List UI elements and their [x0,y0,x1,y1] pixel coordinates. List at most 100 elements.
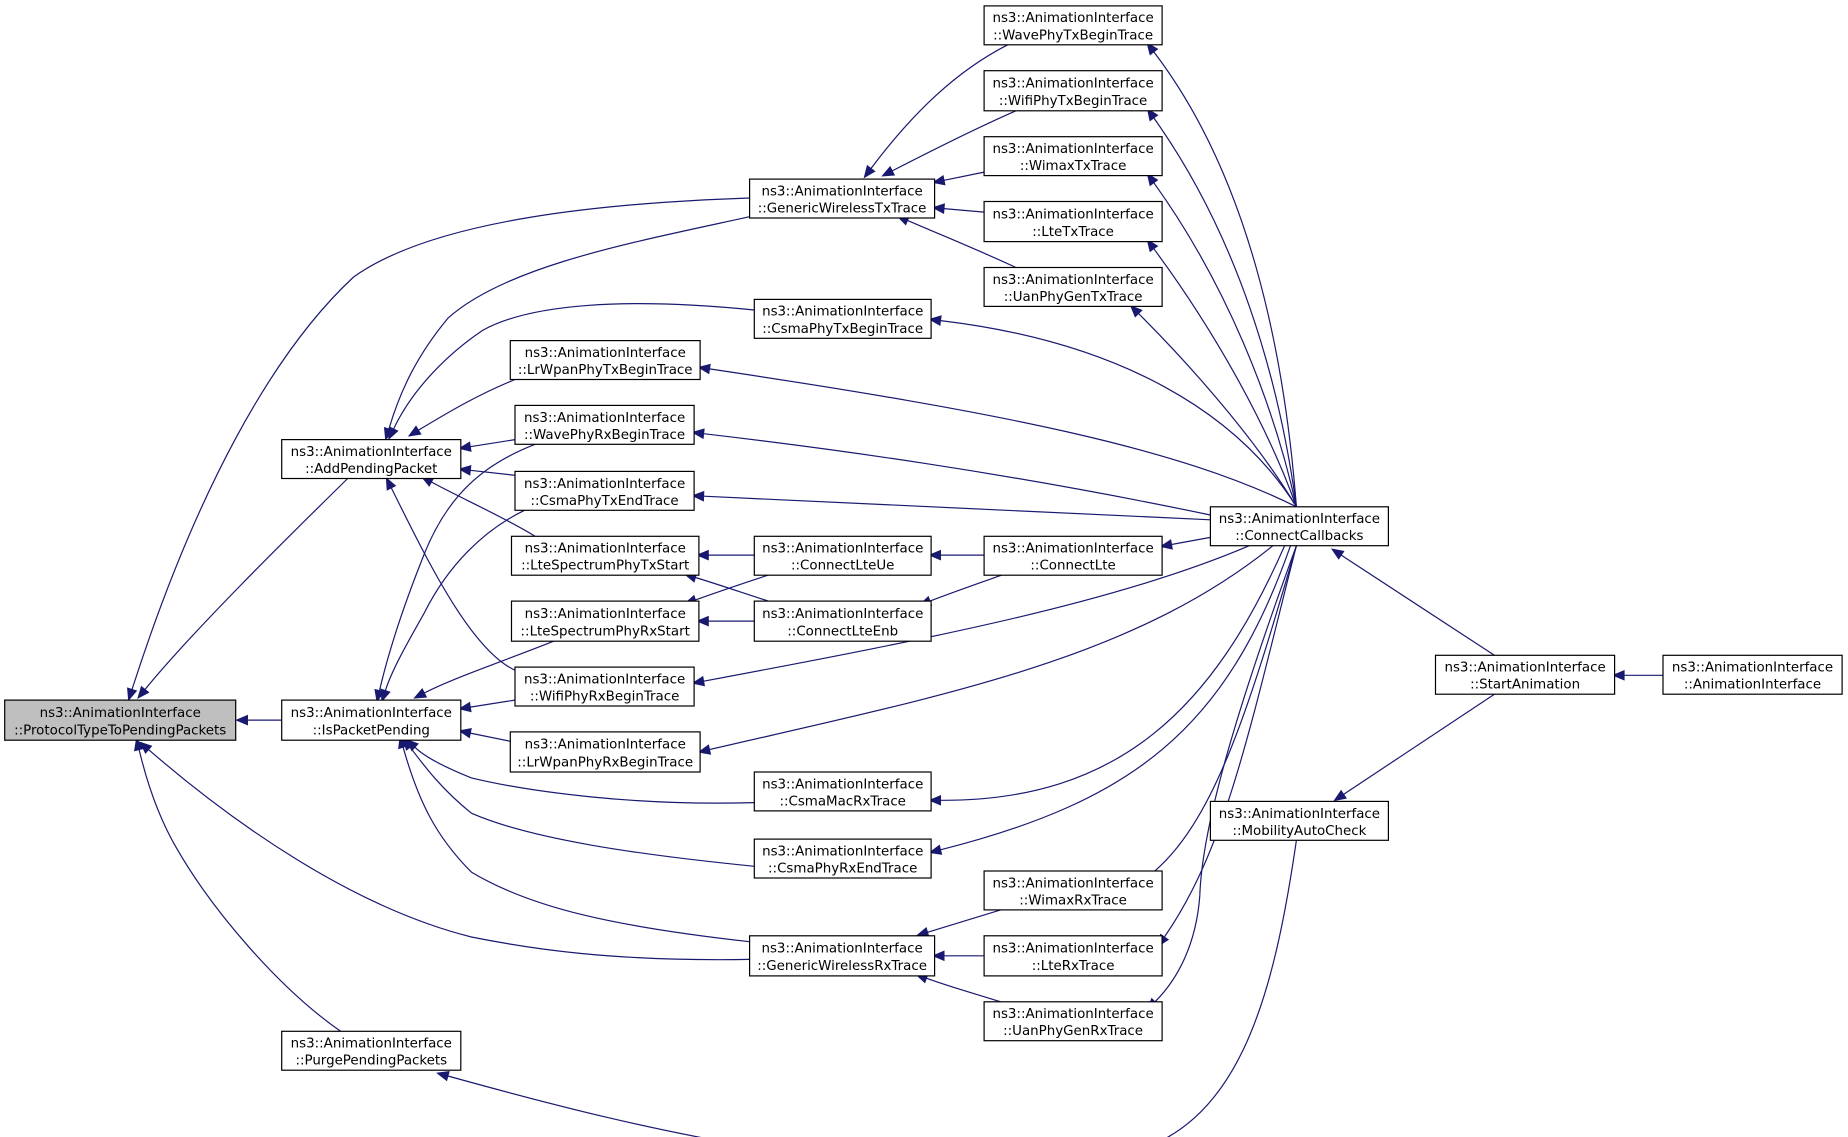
node-ConnectLteUe[interactable]: ns3::AnimationInterface::ConnectLteUe [753,535,932,576]
node-LteSpectrumPhyRxStart[interactable]: ns3::AnimationInterface::LteSpectrumPhyR… [510,600,700,642]
node-namespace-label: ns3::AnimationInterface [992,542,1153,557]
node-box [514,666,695,707]
edge-ConnectCallbacks-to-WimaxTxTrace [1146,172,1297,507]
node-box [510,535,700,576]
node-namespace-label: ns3::AnimationInterface [761,185,922,200]
node-method-label: ::CsmaPhyTxEndTrace [531,494,679,509]
node-GenericWirelessRxTrace[interactable]: ns3::AnimationInterface::GenericWireless… [748,935,936,977]
edge-GenericWirelessRxTrace-to-ProtocolTypeToPendingPackets [139,741,750,961]
arrowhead [697,744,712,755]
node-WavePhyRxBeginTrace[interactable]: ns3::AnimationInterface::WavePhyRxBeginT… [514,404,695,445]
edge-CsmaPhyTxEndTrace-to-AddPendingPacket [458,465,523,477]
edge-line [384,509,525,691]
node-AnimationInterface[interactable]: ns3::AnimationInterface::AnimationInterf… [1662,654,1843,695]
node-box [4,699,237,741]
node-ConnectCallbacks[interactable]: ns3::AnimationInterface::ConnectCallback… [1209,506,1390,547]
edge-IsPacketPending-to-ProtocolTypeToPendingPackets [235,714,282,726]
node-method-label: ::UanPhyGenTxTrace [1004,290,1143,305]
node-WavePhyTxBeginTrace[interactable]: ns3::AnimationInterface::WavePhyTxBeginT… [983,5,1163,46]
node-ConnectLteEnb[interactable]: ns3::AnimationInterface::ConnectLteEnb [753,600,932,642]
node-namespace-label: ns3::AnimationInterface [762,607,923,622]
edge-line [470,439,516,448]
node-box [983,266,1163,308]
node-box [1209,800,1390,841]
arrowhead [928,549,941,561]
node-box [983,5,1163,46]
edge-line [695,574,769,601]
edge-WifiPhyRxBeginTrace-to-AddPendingPacket [385,476,519,673]
node-PurgePendingPackets[interactable]: ns3::AnimationInterface::PurgePendingPac… [281,1030,462,1071]
node-UanPhyGenTxTrace[interactable]: ns3::AnimationInterface::UanPhyGenTxTrac… [983,266,1163,308]
node-box [983,70,1163,112]
edge-WimaxTxTrace-to-GenericWirelessTxTrace [931,171,985,186]
node-GenericWirelessTxTrace[interactable]: ns3::AnimationInterface::GenericWireless… [748,178,936,219]
node-LrWpanPhyTxBeginTrace[interactable]: ns3::AnimationInterface::LrWpanPhyTxBegi… [509,340,701,381]
node-namespace-label: ns3::AnimationInterface [40,706,201,721]
edge-line [1153,248,1297,508]
node-method-label: ::LteRxTrace [1032,959,1115,974]
node-method-label: ::LteTxTrace [1032,225,1114,240]
node-namespace-label: ns3::AnimationInterface [1672,661,1833,676]
node-method-label: ::IsPacketPending [313,724,430,739]
node-method-label: ::AddPendingPacket [305,462,437,477]
arrowhead [385,476,397,491]
node-ProtocolTypeToPendingPackets[interactable]: ns3::AnimationInterface::ProtocolTypeToP… [4,699,237,741]
node-MobilityAutoCheck[interactable]: ns3::AnimationInterface::MobilityAutoChe… [1209,800,1390,841]
node-LteTxTrace[interactable]: ns3::AnimationInterface::LteTxTrace [983,200,1163,243]
edge-line [926,977,1001,1003]
edge-ConnectLteUe-to-LteSpectrumPhyRxStart [683,574,769,605]
node-WifiPhyRxBeginTrace[interactable]: ns3::AnimationInterface::WifiPhyRxBeginT… [514,666,695,707]
arrowhead [407,425,422,437]
node-IsPacketPending[interactable]: ns3::AnimationInterface::IsPacketPending [281,699,462,741]
node-UanPhyGenRxTrace[interactable]: ns3::AnimationInterface::UanPhyGenRxTrac… [983,1001,1163,1042]
arrowhead [1330,548,1345,560]
node-namespace-label: ns3::AnimationInterface [992,77,1153,92]
edge-line [1343,693,1495,795]
arrowhead [1129,304,1143,318]
arrowhead [691,428,705,440]
edge-line [390,487,519,673]
edge-ConnectCallbacks-to-UanPhyGenRxTrace [1146,545,1297,1011]
node-namespace-label: ns3::AnimationInterface [291,1037,452,1052]
edge-GenericWirelessTxTrace-to-ProtocolTypeToPendingPackets [127,197,750,702]
arrowhead [436,1071,450,1082]
node-AddPendingPacket[interactable]: ns3::AnimationInterface::AddPendingPacke… [281,439,462,480]
node-namespace-label: ns3::AnimationInterface [762,845,923,860]
node-ConnectLte[interactable]: ns3::AnimationInterface::ConnectLte [983,535,1163,576]
node-LteSpectrumPhyTxStart[interactable]: ns3::AnimationInterface::LteSpectrumPhyT… [510,535,700,576]
node-CsmaPhyTxEndTrace[interactable]: ns3::AnimationInterface::CsmaPhyTxEndTra… [514,470,695,511]
node-CsmaPhyTxBeginTrace[interactable]: ns3::AnimationInterface::CsmaPhyTxBeginT… [753,298,932,339]
edge-line [870,44,1008,169]
node-method-label: ::ConnectLteUe [791,559,894,574]
node-StartAnimation[interactable]: ns3::AnimationInterface::StartAnimation [1434,654,1616,695]
edge-ConnectCallbacks-to-LteTxTrace [1146,238,1297,508]
node-WimaxTxTrace[interactable]: ns3::AnimationInterface::WimaxTxTrace [983,136,1163,177]
node-box [753,600,932,642]
node-box [753,771,932,812]
node-box [983,535,1163,576]
node-box [514,404,695,445]
node-LteRxTrace[interactable]: ns3::AnimationInterface::LteRxTrace [983,935,1163,977]
node-CsmaMacRxTrace[interactable]: ns3::AnimationInterface::CsmaMacRxTrace [753,771,932,812]
node-box [983,1001,1163,1042]
edge-line [1154,545,1297,1003]
edge-line [431,481,536,537]
arrowhead [137,685,150,699]
node-box [983,870,1163,911]
node-method-label: ::StartAnimation [1470,678,1580,693]
node-WifiPhyTxBeginTrace[interactable]: ns3::AnimationInterface::WifiPhyTxBeginT… [983,70,1163,112]
node-WimaxRxTrace[interactable]: ns3::AnimationInterface::WimaxRxTrace [983,870,1163,911]
node-box [514,470,695,511]
node-CsmaPhyRxEndTrace[interactable]: ns3::AnimationInterface::CsmaPhyRxEndTra… [753,838,932,879]
node-namespace-label: ns3::AnimationInterface [291,706,452,721]
node-box [753,535,932,576]
node-namespace-label: ns3::AnimationInterface [992,942,1153,957]
edge-LrWpanPhyTxBeginTrace-to-AddPendingPacket [407,378,516,437]
edge-ConnectCallbacks-to-LteRxTrace [1157,545,1297,948]
node-box [983,136,1163,177]
node-LrWpanPhyRxBeginTrace[interactable]: ns3::AnimationInterface::LrWpanPhyRxBegi… [509,731,701,773]
edge-WavePhyTxBeginTrace-to-GenericWirelessTxTrace [863,44,1008,179]
arrowhead [1611,669,1625,681]
edge-ConnectCallbacks-to-WifiPhyTxBeginTrace [1146,107,1297,507]
edge-ConnectCallbacks-to-CsmaPhyTxEndTrace [691,490,1211,521]
